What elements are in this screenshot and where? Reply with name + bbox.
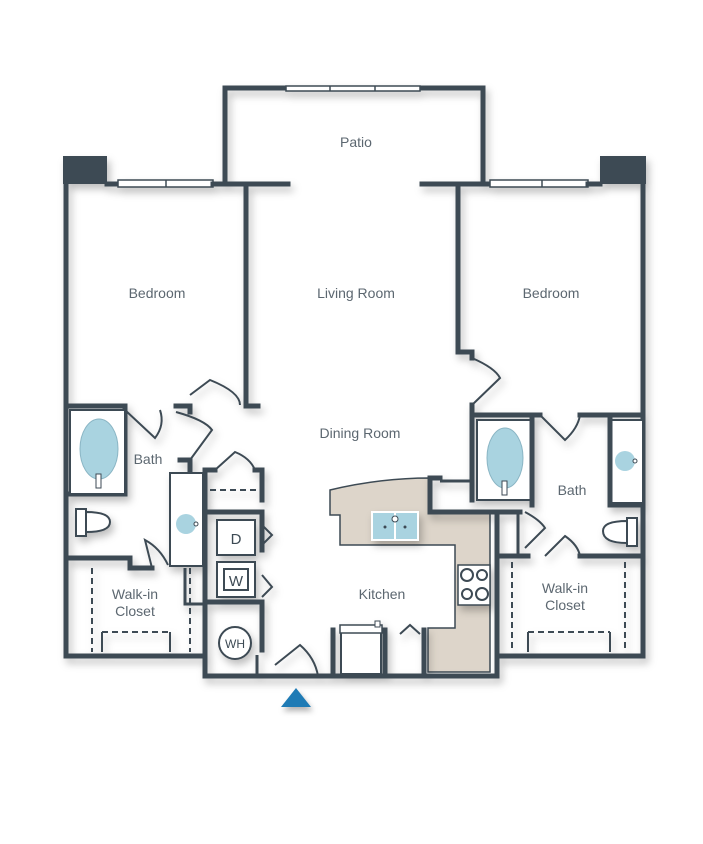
dryer — [216, 519, 256, 556]
dryer-label: D — [231, 531, 242, 548]
toilet-left — [75, 508, 112, 537]
washer-label: W — [229, 573, 244, 590]
tub-water-right — [486, 427, 524, 489]
room-label-closet-right-1: Walk-in — [542, 580, 588, 596]
room-label-closet-left-1: Walk-in — [112, 586, 158, 602]
room-label-bedroom-left: Bedroom — [129, 285, 186, 301]
bedroom-right-window — [489, 179, 589, 188]
tub-water-left — [79, 418, 119, 480]
room-label-living-room: Living Room — [317, 285, 395, 301]
corner-column-right — [600, 156, 646, 184]
room-label-patio: Patio — [340, 134, 372, 150]
exterior-wall-left — [63, 181, 208, 659]
toilet-right — [601, 517, 638, 547]
corner-column-left — [63, 156, 107, 184]
patio-wall — [222, 85, 289, 187]
refrigerator — [340, 626, 382, 675]
water-heater-label: WH — [225, 637, 245, 651]
room-label-bedroom-right: Bedroom — [523, 285, 580, 301]
room-label-closet-right-2: Closet — [545, 597, 585, 613]
sink-right — [615, 451, 635, 471]
entry-triangle-icon — [281, 688, 311, 707]
stove — [457, 564, 491, 606]
room-label-bath-right: Bath — [558, 482, 587, 498]
patio-window — [285, 85, 421, 92]
exterior-wall-right — [494, 181, 646, 659]
room-label-closet-left-2: Closet — [115, 603, 155, 619]
entry-door — [274, 643, 319, 677]
room-label-dining-room: Dining Room — [320, 425, 401, 441]
sink-left — [176, 514, 196, 534]
room-label-bath-left: Bath — [134, 451, 163, 467]
water-heater — [218, 626, 252, 660]
room-label-kitchen: Kitchen — [359, 586, 406, 602]
